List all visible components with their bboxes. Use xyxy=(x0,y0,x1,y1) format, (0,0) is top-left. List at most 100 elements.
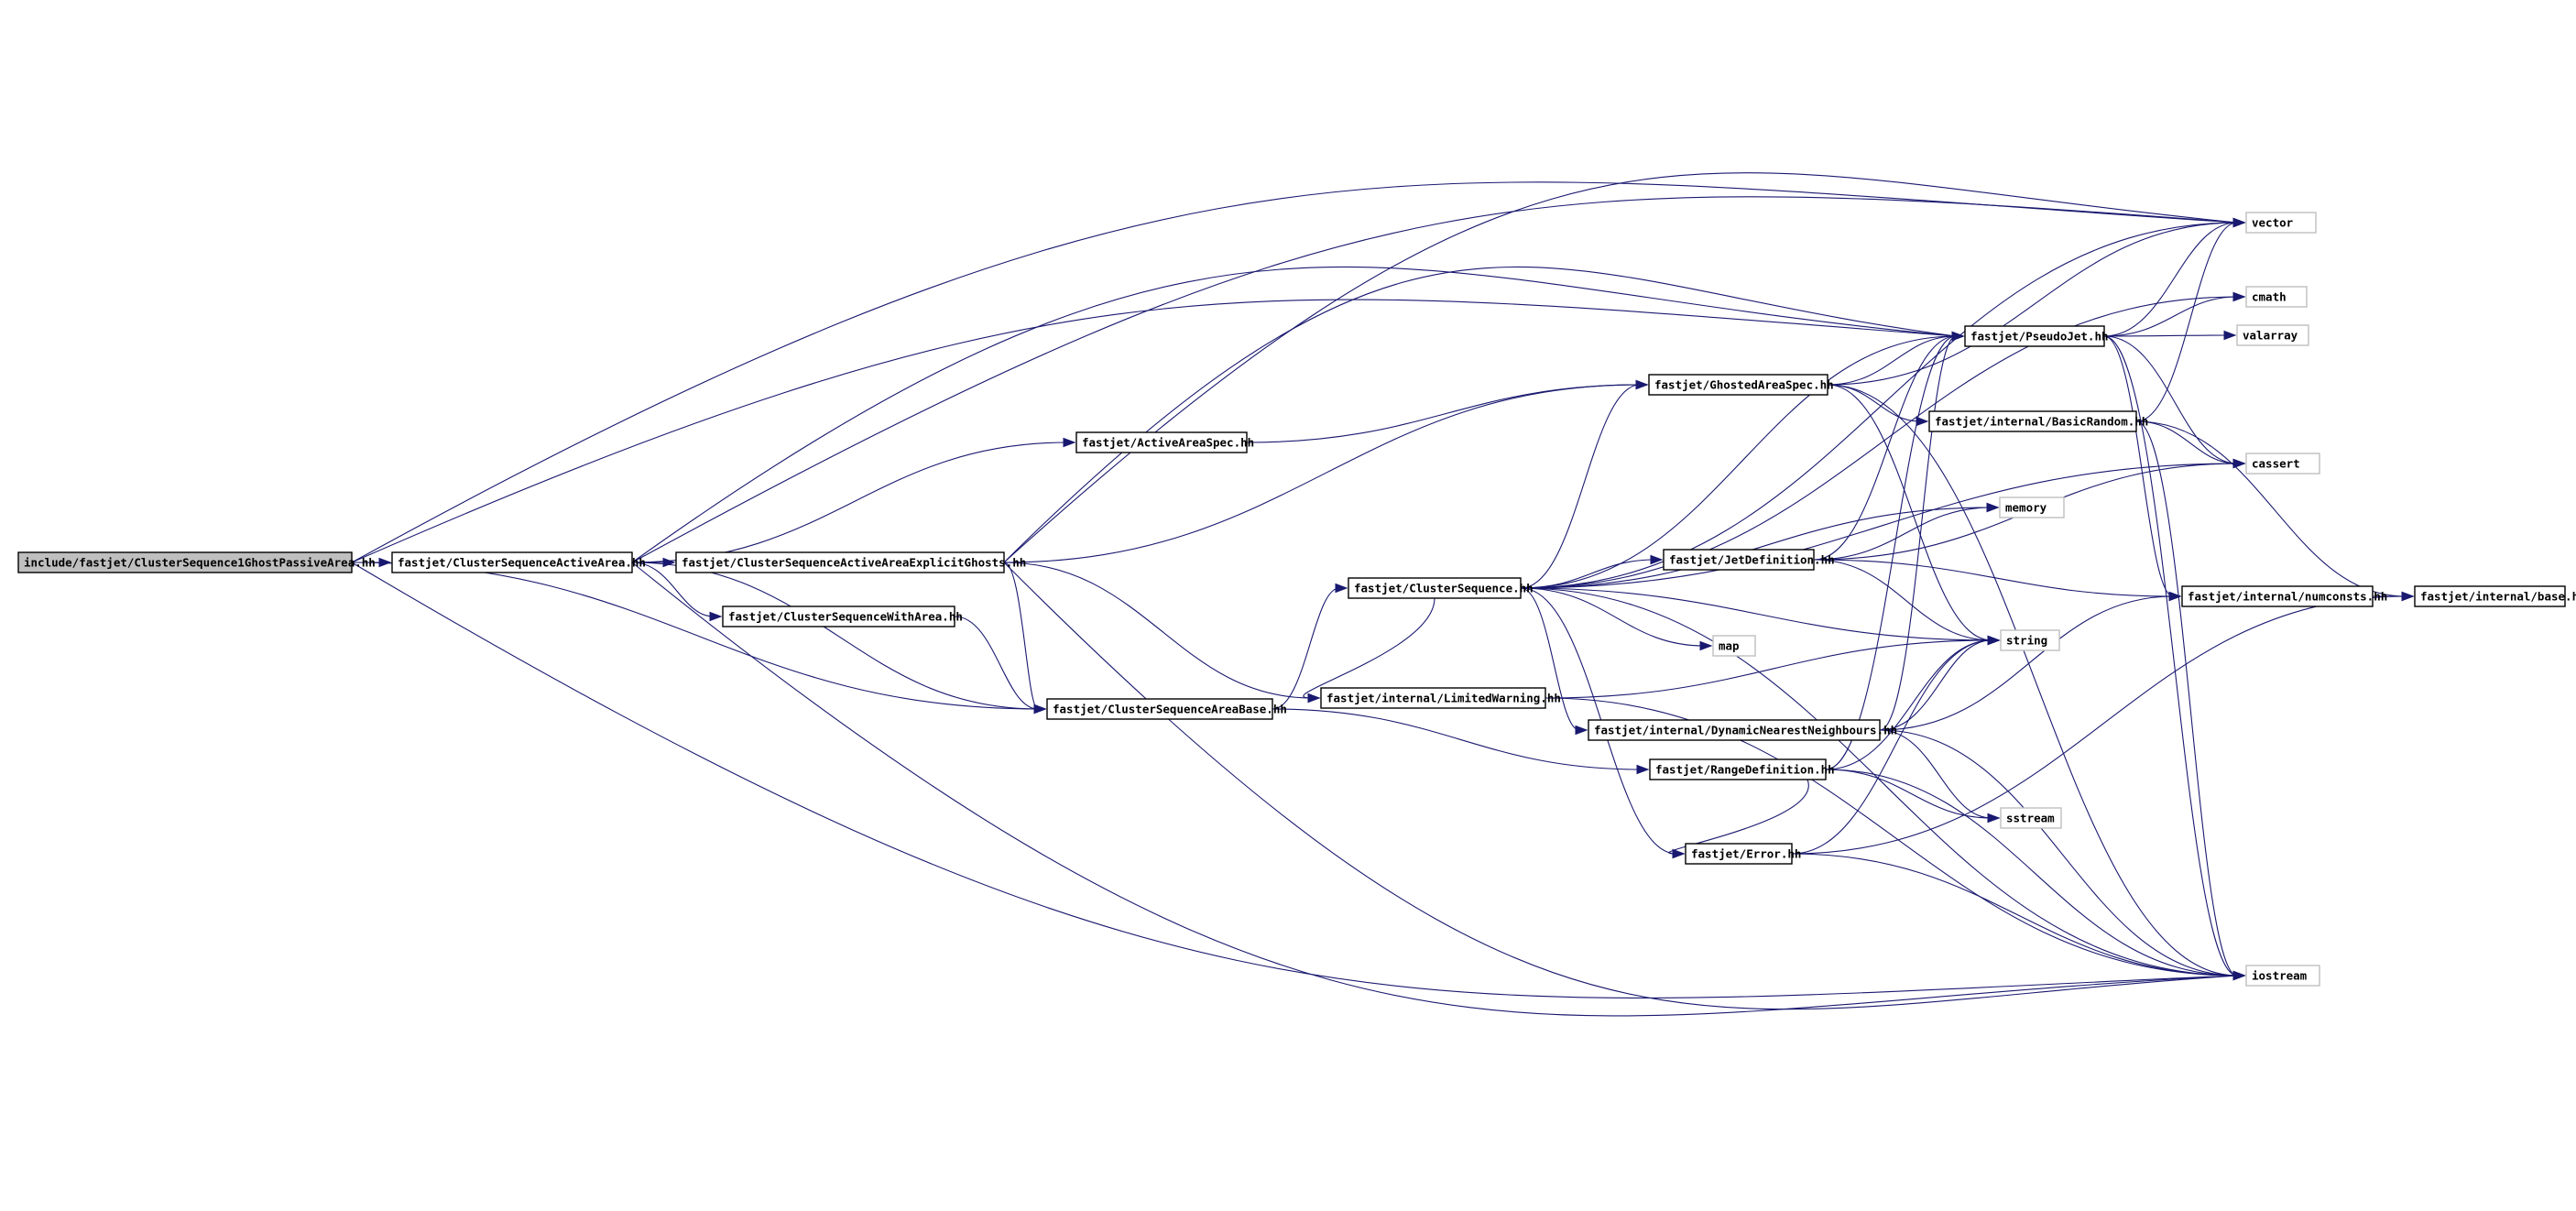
node-box-root xyxy=(17,551,353,573)
edge-cs-to-cassert xyxy=(1520,463,2238,589)
edge-csaa-to-iostream xyxy=(631,562,2238,1017)
node-lw[interactable]: fastjet/internal/LimitedWarning.hh xyxy=(1320,687,1561,709)
edge-csaaeg-to-pj xyxy=(1003,266,1957,563)
node-label-csaa: fastjet/ClusterSequenceActiveArea.hh xyxy=(398,556,646,570)
node-box-cassert xyxy=(2245,453,2320,475)
edge-csab-to-cs xyxy=(1272,587,1340,710)
node-dnn[interactable]: fastjet/internal/DynamicNearestNeighbour… xyxy=(1588,719,1897,741)
edge-cs-to-jd xyxy=(1520,559,1655,589)
node-label-csab: fastjet/ClusterSequenceAreaBase.hh xyxy=(1053,703,1287,716)
node-rd[interactable]: fastjet/RangeDefinition.hh xyxy=(1649,758,1835,780)
node-label-map: map xyxy=(1719,639,1740,653)
edge-rd-to-sstream xyxy=(1825,769,1992,819)
node-label-root: include/fastjet/ClusterSequence1GhostPas… xyxy=(24,556,376,570)
node-label-dnn: fastjet/internal/DynamicNearestNeighbour… xyxy=(1594,724,1897,737)
edge-csaa-to-pj xyxy=(631,266,1957,563)
edge-cs-to-lw xyxy=(1303,597,1435,699)
edge-cs-to-cmath xyxy=(1520,296,2238,589)
node-csab[interactable]: fastjet/ClusterSequenceAreaBase.hh xyxy=(1046,698,1287,720)
node-cs[interactable]: fastjet/ClusterSequence.hh xyxy=(1348,577,1534,599)
edge-cs-to-string xyxy=(1520,587,1992,641)
node-label-valarray: valarray xyxy=(2243,329,2298,343)
arrowhead-csab-to-rd xyxy=(1636,764,1650,775)
edge-csaaeg-to-gas xyxy=(1003,384,1641,563)
edge-root-to-pj xyxy=(351,299,1957,563)
arrowhead-rd-to-err xyxy=(1672,848,1686,859)
node-vector[interactable]: vector xyxy=(2245,212,2317,234)
node-box-err xyxy=(1685,843,1793,865)
node-gas[interactable]: fastjet/GhostedAreaSpec.hh xyxy=(1648,374,1834,396)
node-base[interactable]: fastjet/internal/base.hh xyxy=(2414,585,2576,607)
node-label-aas: fastjet/ActiveAreaSpec.hh xyxy=(1082,436,1254,450)
edge-rd-to-iostream xyxy=(1825,769,2238,976)
node-label-rd: fastjet/RangeDefinition.hh xyxy=(1655,763,1835,777)
arrowhead-err-to-string xyxy=(1987,635,2001,646)
edge-err-to-string xyxy=(1791,639,1992,855)
edge-cs-to-map xyxy=(1520,587,1705,647)
node-box-iostream xyxy=(2245,965,2320,987)
edge-jd-to-memory xyxy=(1813,507,1992,561)
node-iostream[interactable]: iostream xyxy=(2245,965,2320,987)
arrowhead-cs-to-jd xyxy=(1650,554,1664,565)
edge-gas-to-vector xyxy=(1827,222,2238,386)
edge-lw-to-iostream xyxy=(1545,697,2238,976)
node-nc[interactable]: fastjet/internal/numconsts.hh xyxy=(2181,585,2387,607)
arrowhead-cs-to-gas xyxy=(1635,379,1649,390)
edge-cs-to-pj xyxy=(1520,335,1957,589)
arrowhead-br-to-cassert xyxy=(2232,458,2246,469)
node-box-map xyxy=(1712,635,1756,657)
node-cswa[interactable]: fastjet/ClusterSequenceWithArea.hh xyxy=(722,606,963,627)
node-pj[interactable]: fastjet/PseudoJet.hh xyxy=(1964,325,2109,347)
node-cassert[interactable]: cassert xyxy=(2245,453,2320,475)
edge-csab-to-rd xyxy=(1272,708,1642,770)
node-box-vector xyxy=(2245,212,2317,234)
edge-root-to-iostream xyxy=(351,562,2238,998)
edge-gas-to-pj xyxy=(1827,335,1957,386)
node-sstream[interactable]: sstream xyxy=(2000,807,2062,829)
node-csaaeg[interactable]: fastjet/ClusterSequenceActiveAreaExplici… xyxy=(675,551,1026,573)
edge-csaa-to-aas xyxy=(631,442,1068,563)
edge-csaa-to-csab xyxy=(631,562,1039,710)
arrowhead-pj-to-valarray xyxy=(2223,330,2237,341)
node-aas[interactable]: fastjet/ActiveAreaSpec.hh xyxy=(1075,431,1254,453)
node-box-sstream xyxy=(2000,807,2062,829)
edge-csaaeg-to-vector xyxy=(1003,172,2238,563)
node-memory[interactable]: memory xyxy=(1999,496,2065,518)
node-box-valarray xyxy=(2236,324,2309,346)
edge-aas-to-gas xyxy=(1246,384,1641,443)
node-valarray[interactable]: valarray xyxy=(2236,324,2309,346)
node-label-nc: fastjet/internal/numconsts.hh xyxy=(2188,590,2387,604)
node-map[interactable]: map xyxy=(1712,635,1756,657)
edge-cs-to-vector xyxy=(1520,222,2238,589)
node-label-iostream: iostream xyxy=(2252,969,2308,983)
node-root[interactable]: include/fastjet/ClusterSequence1GhostPas… xyxy=(17,551,376,573)
node-cmath[interactable]: cmath xyxy=(2245,286,2308,308)
edge-cs-to-memory xyxy=(1520,507,1992,589)
node-label-sstream: sstream xyxy=(2006,812,2055,825)
arrowhead-csab-to-cs xyxy=(1335,583,1348,594)
node-label-lw: fastjet/internal/LimitedWarning.hh xyxy=(1326,692,1561,705)
node-box-jd xyxy=(1663,549,1815,571)
node-br[interactable]: fastjet/internal/BasicRandom.hh xyxy=(1928,410,2148,432)
edge-dnn-to-nc xyxy=(1879,595,2174,731)
node-label-memory: memory xyxy=(2005,501,2047,515)
node-jd[interactable]: fastjet/JetDefinition.hh xyxy=(1663,549,1835,571)
node-label-err: fastjet/Error.hh xyxy=(1691,847,1801,861)
node-box-lw xyxy=(1320,687,1546,709)
node-box-pj xyxy=(1964,325,2105,347)
edge-jd-to-nc xyxy=(1813,559,2174,597)
node-box-cs xyxy=(1348,577,1522,599)
node-csaa[interactable]: fastjet/ClusterSequenceActiveArea.hh xyxy=(391,551,646,573)
edge-err-to-iostream xyxy=(1791,853,2238,976)
node-string[interactable]: string xyxy=(2000,629,2060,651)
edge-rd-to-string xyxy=(1825,639,1992,770)
node-label-csaaeg: fastjet/ClusterSequenceActiveAreaExplici… xyxy=(682,556,1026,570)
arrowhead-gas-to-br xyxy=(1916,416,1929,427)
edge-csaaeg-to-lw xyxy=(1003,562,1313,699)
edge-jd-to-pj xyxy=(1813,335,1957,561)
node-box-cmath xyxy=(2245,286,2308,308)
arrowhead-csaa-to-aas xyxy=(1063,437,1076,448)
node-err[interactable]: fastjet/Error.hh xyxy=(1685,843,1801,865)
edge-root-to-csab xyxy=(351,562,1039,710)
edge-rd-to-pj xyxy=(1825,335,1957,770)
